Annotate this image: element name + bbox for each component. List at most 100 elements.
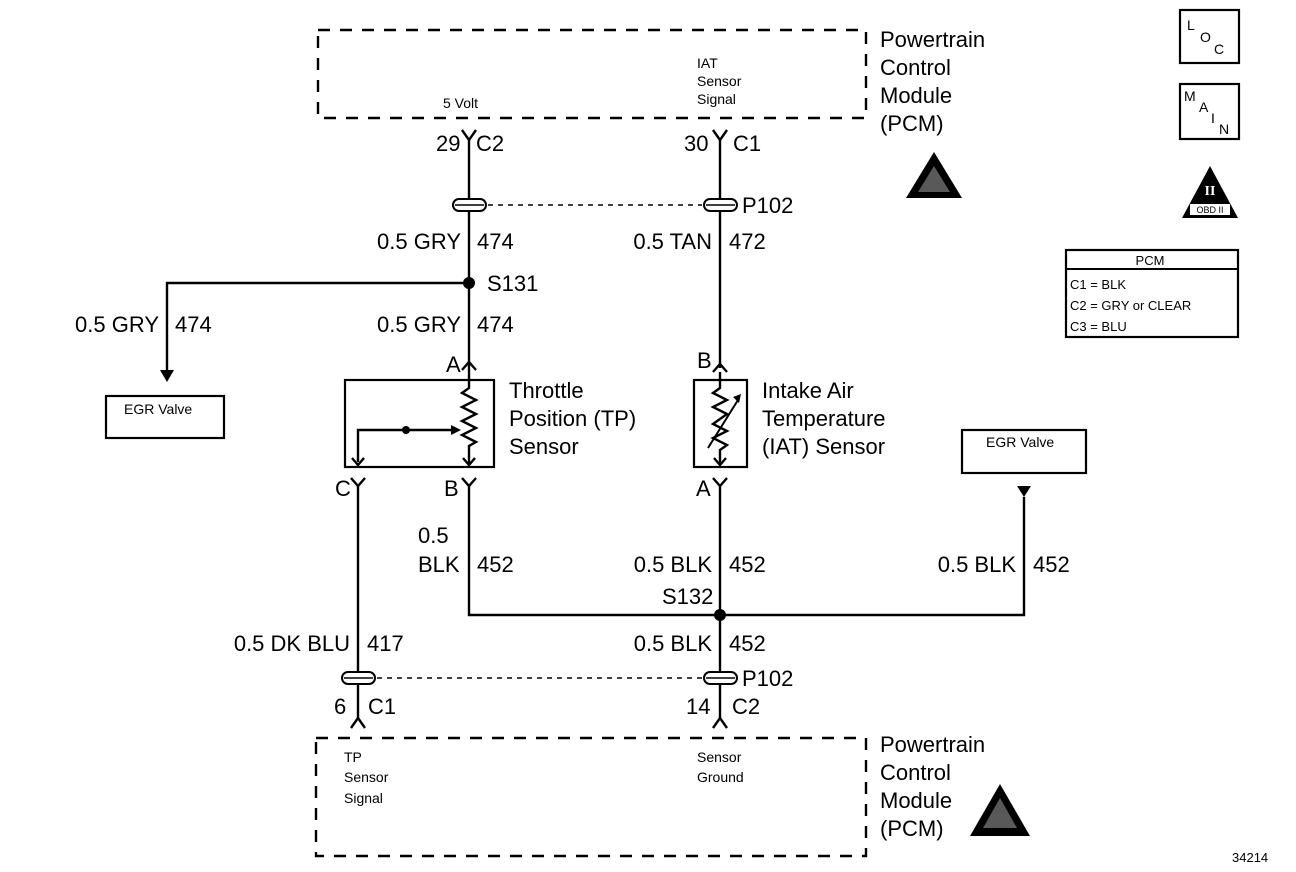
pin-5volt-label: 5 Volt: [443, 95, 478, 111]
wire-gry-474-to-egr: [165, 281, 469, 370]
svg-text:0.5 BLK: 0.5 BLK: [938, 552, 1017, 577]
arrow-up-icon: [1017, 486, 1031, 497]
svg-text:C2: C2: [476, 131, 504, 156]
wire-label-gry-mid: 0.5 GRY 474: [377, 312, 514, 337]
iat-pin-b: B: [697, 348, 712, 373]
svg-text:472: 472: [729, 229, 766, 254]
svg-text:Module: Module: [880, 788, 952, 813]
svg-text:0.5: 0.5: [418, 523, 449, 548]
egr-valve-left: EGR Valve: [104, 394, 226, 440]
svg-text:IAT: IAT: [697, 55, 718, 71]
svg-text:14: 14: [686, 694, 710, 719]
svg-text:Sensor: Sensor: [697, 749, 742, 765]
pcm-bottom-box: [314, 736, 868, 858]
svg-text:Control: Control: [880, 55, 951, 80]
svg-text:P102: P102: [742, 666, 793, 691]
splice-s132-label: S132: [662, 584, 713, 609]
iat-signal-label: IAT Sensor Signal: [697, 55, 742, 107]
svg-text:0.5 DK BLU: 0.5 DK BLU: [234, 631, 350, 656]
svg-text:30: 30: [684, 131, 708, 156]
svg-text:Intake Air: Intake Air: [762, 378, 854, 403]
svg-text:C2: C2: [732, 694, 760, 719]
svg-text:Control: Control: [880, 760, 951, 785]
tp-pin-b: B: [444, 476, 459, 501]
svg-text:Temperature: Temperature: [762, 406, 886, 431]
svg-text:Powertrain: Powertrain: [880, 27, 985, 52]
pcm-top-box: [316, 28, 868, 120]
svg-text:N: N: [1219, 121, 1229, 137]
svg-text:(PCM): (PCM): [880, 816, 944, 841]
loc-badge-icon: L O C: [1178, 8, 1241, 65]
svg-text:0.5 TAN: 0.5 TAN: [633, 229, 712, 254]
iat-pin-a: A: [696, 476, 711, 501]
connector-bottom-left: 6 C1: [334, 694, 396, 729]
svg-text:TP: TP: [344, 749, 362, 765]
svg-text:417: 417: [367, 631, 404, 656]
arrow-down-icon: [160, 370, 174, 382]
tp-sensor-label: Throttle Position (TP) Sensor: [509, 378, 636, 459]
svg-text:0.5 GRY: 0.5 GRY: [377, 229, 461, 254]
svg-text:I: I: [1211, 110, 1215, 126]
svg-text:C1: C1: [733, 131, 761, 156]
wire-label-dkblu: 0.5 DK BLU 417: [234, 631, 404, 656]
wire-label-tan: 0.5 TAN 472: [633, 229, 765, 254]
svg-text:Powertrain: Powertrain: [880, 732, 985, 757]
svg-text:0.5 GRY: 0.5 GRY: [377, 312, 461, 337]
svg-text:M: M: [1184, 88, 1196, 104]
svg-text:Module: Module: [880, 83, 952, 108]
svg-text:P102: P102: [742, 193, 793, 218]
svg-text:A: A: [1199, 99, 1209, 115]
wire-label-blk-iat: 0.5 BLK 452: [634, 552, 766, 577]
wire-label-blk-egr: 0.5 BLK 452: [938, 552, 1070, 577]
svg-text:C1 = BLK: C1 = BLK: [1070, 277, 1126, 292]
svg-text:474: 474: [477, 312, 514, 337]
svg-text:Sensor: Sensor: [697, 73, 742, 89]
wire-blk-452-ground-bus: [467, 486, 1026, 617]
wire-label-gry-top: 0.5 GRY 474: [377, 229, 514, 254]
svg-text:Sensor: Sensor: [344, 769, 389, 785]
svg-text:0.5 BLK: 0.5 BLK: [634, 552, 713, 577]
svg-text:(PCM): (PCM): [880, 111, 944, 136]
svg-text:Signal: Signal: [697, 91, 736, 107]
wire-label-blk-tp: 0.5 BLK 452: [418, 523, 514, 577]
connector-top-right: 30 C1: [684, 129, 761, 156]
svg-text:452: 452: [729, 552, 766, 577]
svg-text:II: II: [1205, 184, 1216, 199]
inline-connector-p102-bottom: P102: [341, 666, 793, 691]
svg-text:EGR Valve: EGR Valve: [986, 434, 1054, 450]
pcm-connector-legend: PCM C1 = BLK C2 = GRY or CLEAR C3 = BLU: [1064, 248, 1240, 339]
svg-text:474: 474: [175, 312, 212, 337]
tp-pin-a: A: [446, 352, 461, 377]
svg-text:Throttle: Throttle: [509, 378, 584, 403]
svg-text:C2 = GRY or CLEAR: C2 = GRY or CLEAR: [1070, 298, 1191, 313]
inline-connector-p102-top: P102: [452, 193, 793, 218]
svg-text:0.5 BLK: 0.5 BLK: [634, 631, 713, 656]
connector-top-left: 29 C2: [436, 129, 504, 156]
svg-text:OBD II: OBD II: [1196, 205, 1223, 215]
svg-text:29: 29: [436, 131, 460, 156]
esd-warning-icon: [970, 784, 1030, 836]
tp-sensor-signal-label: TP Sensor Signal: [344, 749, 389, 806]
pcm-bottom-title: Powertrain Control Module (PCM): [880, 732, 985, 841]
svg-text:Sensor: Sensor: [509, 434, 579, 459]
svg-text:0.5 GRY: 0.5 GRY: [75, 312, 159, 337]
wire-label-blk-bottom: 0.5 BLK 452: [634, 631, 766, 656]
iat-sensor-label: Intake Air Temperature (IAT) Sensor: [762, 378, 886, 459]
iat-sensor: B A: [692, 348, 749, 501]
svg-text:Position (TP): Position (TP): [509, 406, 636, 431]
egr-valve-right: EGR Valve: [960, 428, 1088, 475]
svg-text:BLK: BLK: [418, 552, 460, 577]
wire-label-gry-left: 0.5 GRY 474: [75, 312, 212, 337]
tp-pin-c: C: [335, 476, 351, 501]
svg-text:C: C: [1214, 41, 1224, 57]
svg-text:6: 6: [334, 694, 346, 719]
connector-bottom-right: 14 C2: [686, 694, 760, 729]
sensor-ground-label: Sensor Ground: [697, 749, 744, 785]
svg-text:452: 452: [1033, 552, 1070, 577]
svg-text:L: L: [1187, 17, 1195, 33]
svg-text:PCM: PCM: [1136, 253, 1165, 268]
esd-warning-icon: [906, 152, 962, 198]
svg-text:Signal: Signal: [344, 790, 383, 806]
svg-text:452: 452: [477, 552, 514, 577]
